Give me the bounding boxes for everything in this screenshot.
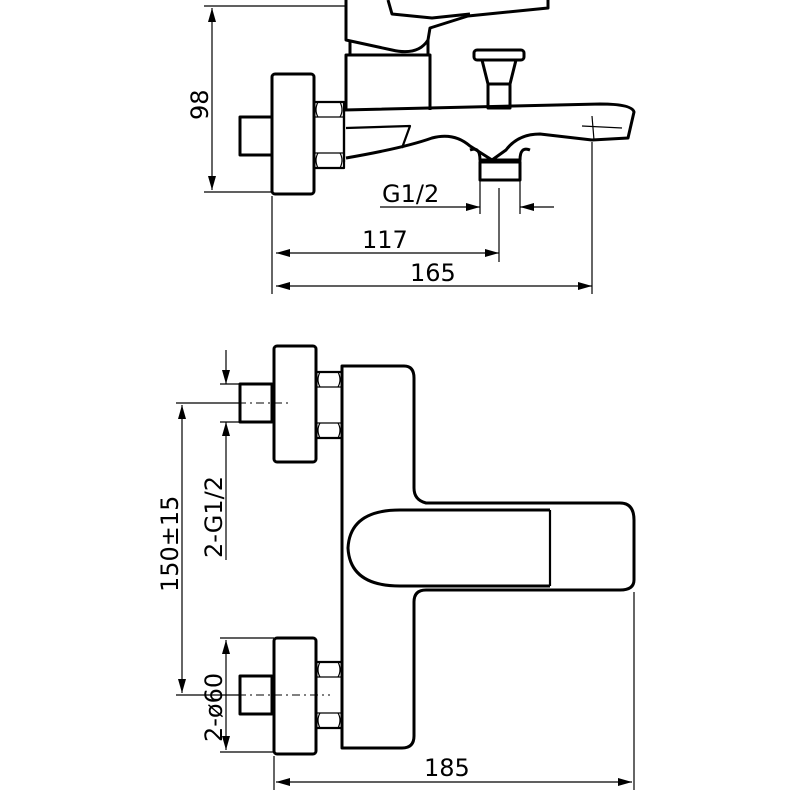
side-depth-dimension: 165 (271, 142, 593, 294)
front-spacing-dimension: 150±15 (156, 402, 240, 696)
side-depth-label: 165 (410, 259, 456, 287)
side-thread-label: G1/2 (382, 180, 439, 208)
front-view: 150±15 2-G1/2 2-ø60 185 (156, 344, 636, 790)
front-flange-diameter-label: 2-ø60 (200, 673, 228, 742)
front-flange-diameter-dimension: 2-ø60 (200, 637, 274, 753)
front-inlet-thread-label: 2-G1/2 (200, 476, 228, 558)
side-diverter-knob (472, 48, 526, 110)
side-spout (343, 102, 636, 162)
side-valve-body (344, 53, 432, 110)
side-view: G1/2 117 165 98 (186, 0, 636, 294)
side-spout-center-dimension: 117 (276, 188, 500, 262)
front-inlet-thread-dimension: 2-G1/2 (200, 350, 240, 560)
front-width-dimension: 185 (273, 592, 635, 790)
front-spacing-label: 150±15 (156, 496, 184, 592)
side-hex-nut (312, 100, 346, 170)
side-inlet-stub (238, 115, 274, 157)
front-body (340, 364, 636, 750)
side-lever-handle (344, 0, 550, 54)
front-lever-handle (346, 508, 550, 588)
side-height-dimension: 98 (186, 5, 346, 193)
front-lower-inlet (238, 636, 344, 756)
front-upper-inlet (238, 344, 344, 464)
front-width-label: 185 (424, 754, 470, 782)
side-aerator (469, 147, 531, 182)
side-height-label: 98 (186, 89, 214, 120)
side-spout-center-label: 117 (362, 226, 408, 254)
side-thread-dimension: G1/2 (380, 180, 554, 214)
side-wall-flange (270, 72, 316, 196)
